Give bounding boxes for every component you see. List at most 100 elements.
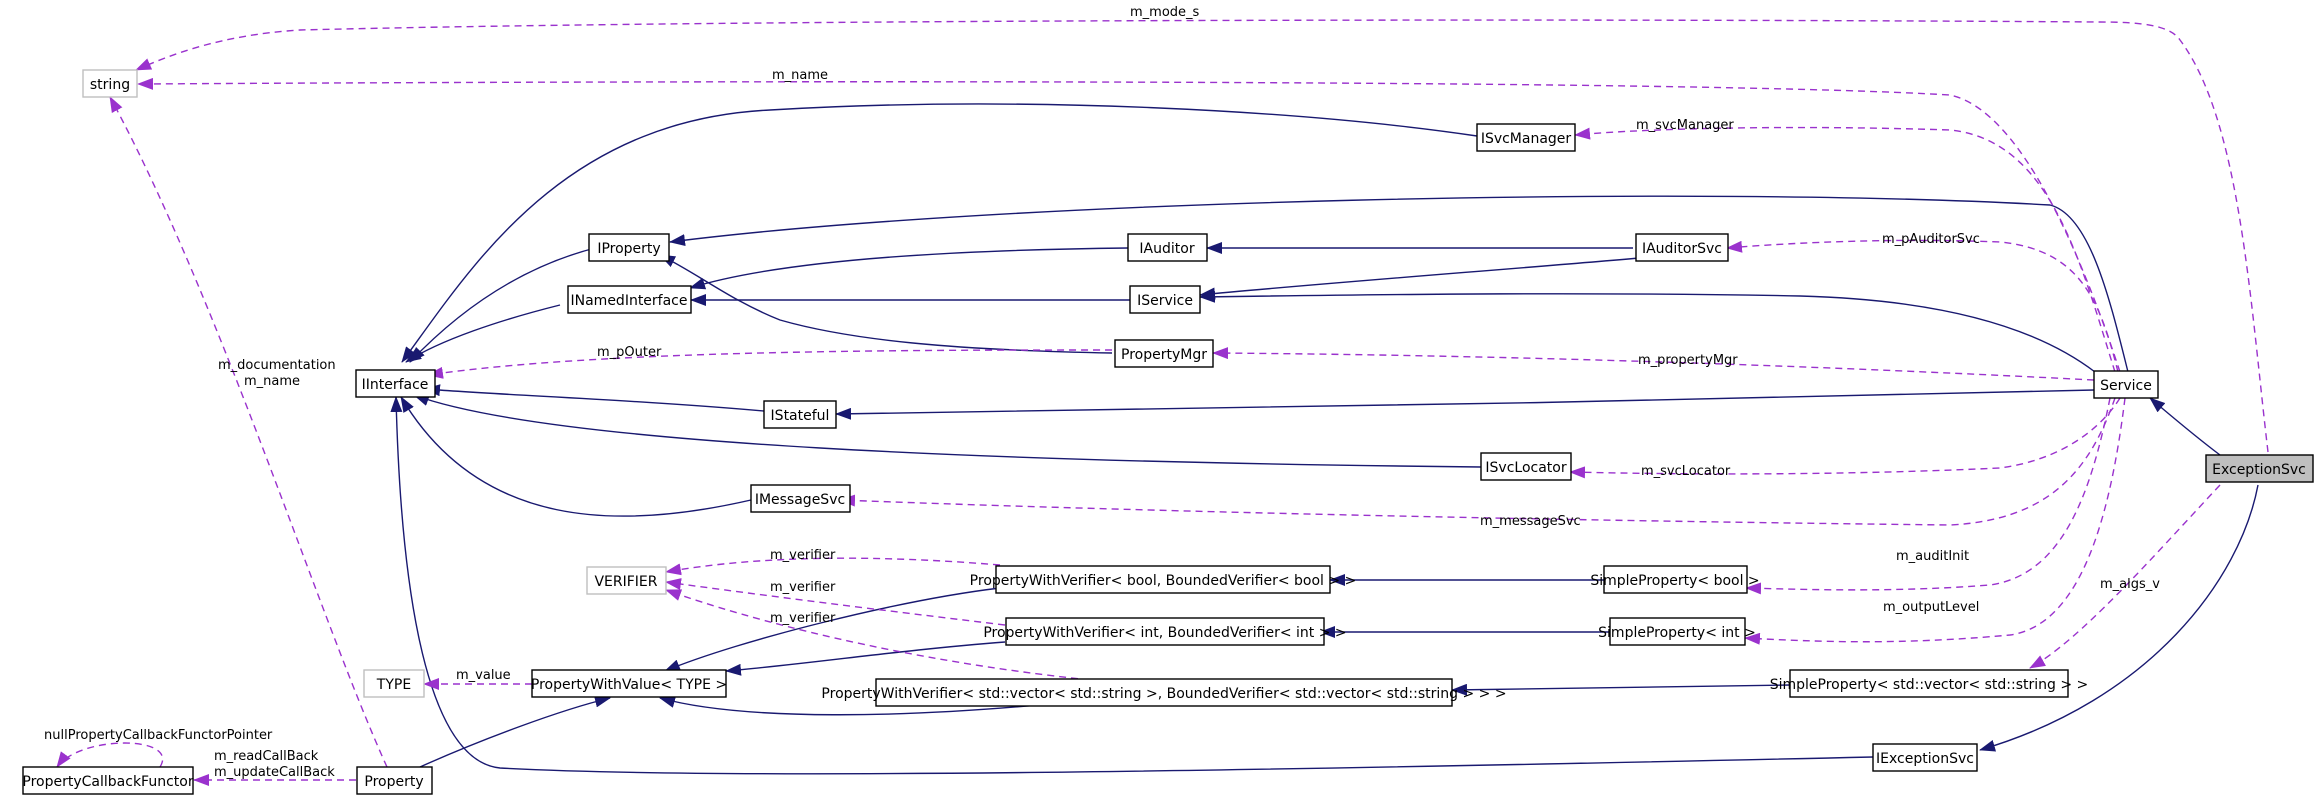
- node-PWV-vec[interactable]: PropertyWithVerifier< std::vector< std::…: [821, 678, 1507, 707]
- node-SP-bool[interactable]: SimpleProperty< bool >: [1590, 565, 1760, 594]
- edge-IStateful-IInterface: [424, 384, 765, 412]
- node-VERIFIER-label: VERIFIER: [594, 574, 657, 590]
- edge-Service-ISvcLocator: [1569, 397, 2121, 479]
- label-m-name-left: m_name: [244, 374, 300, 389]
- label-m-svcLocator: m_svcLocator: [1641, 464, 1731, 479]
- node-SP-int[interactable]: SimpleProperty< int >: [1598, 617, 1756, 646]
- edge-Service-IService: [1199, 290, 2096, 373]
- node-IExceptionSvc-label: IExceptionSvc: [1876, 751, 1974, 767]
- edge-Service-IMessageSvc: [839, 397, 2116, 526]
- node-IExceptionSvc[interactable]: IExceptionSvc: [1872, 743, 1978, 772]
- edge-IAuditor-INamedInterface: [689, 247, 1129, 290]
- node-IMessageSvc-label: IMessageSvc: [755, 492, 845, 508]
- edge-ExceptionSvc-Service: [2149, 397, 2221, 456]
- edge-INamedInterface-IInterface: [405, 304, 561, 363]
- edge-Service-IProperty: [669, 195, 2129, 373]
- node-SP-int-label: SimpleProperty< int >: [1598, 625, 1756, 641]
- node-Property[interactable]: Property: [356, 766, 433, 795]
- node-PWV-int-label: PropertyWithVerifier< int, BoundedVerifi…: [983, 625, 1346, 641]
- edge-PropertyMgr-IProperty: [659, 254, 1113, 354]
- edge-Property-PropertyWithValue: [419, 695, 611, 768]
- edge-PropertyMgr-IInterface-outer: [427, 349, 1113, 379]
- node-PropertyCallbackFunctor-label: PropertyCallbackFunctor: [22, 774, 193, 790]
- node-ExceptionSvc[interactable]: ExceptionSvc: [2205, 454, 2314, 483]
- edge-Service-IStateful: [835, 389, 2095, 420]
- node-string-label: string: [90, 77, 130, 93]
- node-VERIFIER[interactable]: VERIFIER: [586, 566, 667, 595]
- node-string[interactable]: string: [82, 69, 138, 98]
- node-Service[interactable]: Service: [2093, 370, 2159, 399]
- edge-SPvec-PWVvec: [1451, 683, 1791, 696]
- node-IStateful[interactable]: IStateful: [763, 400, 837, 429]
- label-m-algs-v: m_algs_v: [2100, 577, 2160, 592]
- node-PWV-bool[interactable]: PropertyWithVerifier< bool, BoundedVerif…: [970, 565, 1357, 594]
- edge-PWVbool-PropertyWithValue: [664, 587, 1001, 672]
- node-PropertyWithValue-label: PropertyWithValue< TYPE >: [531, 677, 727, 693]
- node-INamedInterface-label: INamedInterface: [571, 293, 688, 309]
- node-PWV-bool-label: PropertyWithVerifier< bool, BoundedVerif…: [970, 573, 1357, 589]
- node-IInterface[interactable]: IInterface: [355, 369, 436, 398]
- edge-Service-PropertyMgr: [1212, 347, 2095, 381]
- node-SP-vec-label: SimpleProperty< std::vector< std::string…: [1770, 677, 2089, 693]
- node-IAuditorSvc[interactable]: IAuditorSvc: [1635, 233, 1729, 262]
- node-IStateful-label: IStateful: [771, 408, 830, 424]
- node-TYPE[interactable]: TYPE: [363, 669, 425, 698]
- label-m-pAuditorSvc: m_pAuditorSvc: [1882, 232, 1980, 247]
- node-PropertyCallbackFunctor[interactable]: PropertyCallbackFunctor: [22, 766, 194, 795]
- node-ExceptionSvc-label: ExceptionSvc: [2212, 462, 2306, 478]
- label-nullPropertyCallbackFunctorPointer: nullPropertyCallbackFunctorPointer: [44, 728, 273, 743]
- label-m-name-top: m_name: [772, 68, 828, 83]
- node-PWV-int[interactable]: PropertyWithVerifier< int, BoundedVerifi…: [983, 617, 1347, 646]
- edge-Service-ISvcManager: [1574, 126, 2116, 373]
- node-IMessageSvc[interactable]: IMessageSvc: [750, 484, 851, 513]
- edge-IExceptionSvc-IInterface: [390, 396, 1874, 775]
- nodes: string ISvcManager IProperty IAuditor IA…: [22, 69, 2314, 795]
- node-IAuditor-label: IAuditor: [1139, 241, 1194, 257]
- node-IService[interactable]: IService: [1129, 285, 1201, 314]
- label-m-verifier-3: m_verifier: [770, 611, 836, 626]
- edge-Property-string: [109, 96, 388, 768]
- edge-Service-SPint: [1744, 397, 2126, 645]
- label-m-messageSvc: m_messageSvc: [1480, 514, 1581, 529]
- edge-ExceptionSvc-SPvec: [2029, 484, 2221, 669]
- label-m-mode-s: m_mode_s: [1130, 5, 1200, 20]
- label-m-verifier-1: m_verifier: [770, 548, 836, 563]
- node-SP-vec[interactable]: SimpleProperty< std::vector< std::string…: [1770, 669, 2089, 698]
- node-Property-label: Property: [364, 774, 423, 790]
- inheritance-edges: [390, 103, 2259, 775]
- edge-IAuditorSvc-IService: [1199, 257, 1641, 300]
- label-m-outputLevel: m_outputLevel: [1883, 600, 1979, 615]
- usage-edges: [56, 19, 2269, 786]
- edge-PWVint-PropertyWithValue: [725, 641, 1006, 676]
- edge-PWVint-VERIFIER: [665, 578, 1006, 626]
- node-SP-bool-label: SimpleProperty< bool >: [1590, 573, 1759, 589]
- edge-PWVvec-VERIFIER: [665, 589, 1091, 681]
- node-TYPE-label: TYPE: [376, 677, 411, 693]
- edge-Service-string-name: [137, 77, 2121, 373]
- node-IAuditor[interactable]: IAuditor: [1127, 233, 1208, 262]
- node-IAuditorSvc-label: IAuditorSvc: [1642, 241, 1722, 257]
- node-PropertyMgr[interactable]: PropertyMgr: [1114, 339, 1214, 368]
- node-ISvcManager[interactable]: ISvcManager: [1476, 123, 1576, 152]
- edge-PCF-self: [56, 742, 164, 768]
- label-m-propertyMgr: m_propertyMgr: [1638, 353, 1738, 368]
- label-m-auditInit: m_auditInit: [1896, 549, 1969, 564]
- label-m-svcManager: m_svcManager: [1636, 118, 1734, 133]
- label-m-documentation: m_documentation: [218, 358, 336, 373]
- edge-IMessageSvc-IInterface: [400, 396, 752, 517]
- label-m-pOuter: m_pOuter: [597, 345, 662, 360]
- node-PropertyMgr-label: PropertyMgr: [1121, 347, 1207, 363]
- node-PropertyWithValue[interactable]: PropertyWithValue< TYPE >: [531, 669, 727, 698]
- edge-ExceptionSvc-string-mode: [135, 19, 2269, 453]
- node-IService-label: IService: [1137, 293, 1193, 309]
- node-Service-label: Service: [2100, 378, 2152, 394]
- edge-IProperty-IInterface: [409, 247, 596, 363]
- edge-ISvcLocator-IInterface: [413, 394, 1482, 468]
- node-PWV-vec-label: PropertyWithVerifier< std::vector< std::…: [821, 686, 1506, 702]
- node-INamedInterface[interactable]: INamedInterface: [567, 285, 692, 314]
- node-IProperty[interactable]: IProperty: [588, 233, 670, 262]
- node-ISvcLocator[interactable]: ISvcLocator: [1480, 452, 1572, 481]
- edge-Service-SPbool: [1745, 397, 2111, 595]
- label-m-updateCallBack: m_updateCallBack: [214, 765, 335, 780]
